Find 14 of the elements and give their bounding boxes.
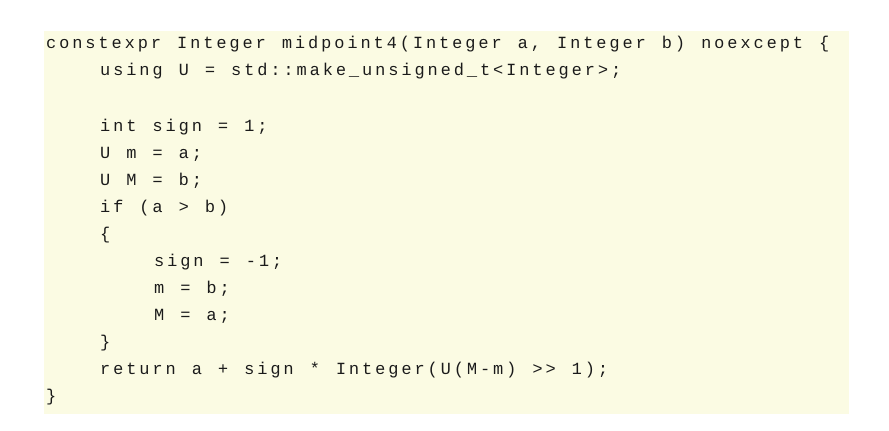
code-line: M = a; [154,306,233,328]
code-line: int sign = 1; [100,117,270,139]
code-line: m = b; [154,279,233,301]
code-line: } [46,387,60,409]
code-line: U M = b; [100,171,205,193]
code-line: if (a > b) [100,198,232,220]
code-line: } [100,333,114,355]
code-line: { [100,225,114,247]
code-line: U m = a; [100,144,205,166]
code-line: using U = std::make_unsigned_t<Integer>; [100,61,624,83]
code-listing [44,31,849,414]
code-line: sign = -1; [154,252,286,274]
code-line: return a + sign * Integer(U(M-m) >> 1); [100,360,611,382]
code-line: constexpr Integer midpoint4(Integer a, Integer b) noexcept { [46,34,832,56]
